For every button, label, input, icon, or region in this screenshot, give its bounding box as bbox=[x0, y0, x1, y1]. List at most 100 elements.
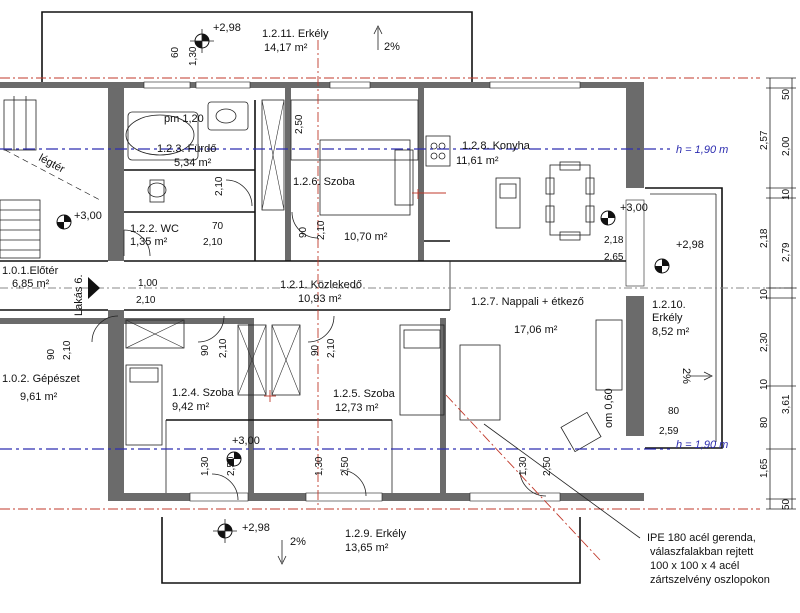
dimension-labels: 60 1,30 2,10 2,50 70 2,10 90 2,10 2,18 2… bbox=[46, 46, 680, 476]
arrow-down-icon bbox=[277, 555, 287, 565]
airspace-label: légtér bbox=[37, 152, 67, 176]
room-labels: 1.2.11. Erkély 14,17 m² 1.2.3. Fürdő 5,3… bbox=[2, 28, 690, 554]
level-marker: +2,98 bbox=[654, 239, 704, 274]
room-name: 1.0.2. Gépészet bbox=[2, 373, 80, 385]
staircase bbox=[0, 96, 101, 259]
height-label: h = 1,90 m bbox=[676, 144, 728, 156]
room-name: 1.2.5. Szoba bbox=[333, 388, 396, 400]
dimension: 2,50 bbox=[294, 114, 305, 134]
level-label: +3,00 bbox=[232, 435, 260, 447]
slope-arrows: 2% 2% 2% bbox=[277, 25, 713, 565]
dimension: 60 bbox=[170, 46, 181, 58]
level-label: +2,98 bbox=[213, 22, 241, 34]
dimension: 1,65 bbox=[759, 458, 770, 478]
dimension: 90 bbox=[46, 348, 57, 360]
slope-label: 2% bbox=[290, 536, 306, 548]
level-label: +2,98 bbox=[676, 239, 704, 251]
level-marker: +3,00 bbox=[600, 202, 648, 226]
level-marker: +2,98 bbox=[190, 22, 241, 53]
room-name: 1.2.9. Erkély bbox=[345, 528, 407, 540]
level-marker: +2,98 bbox=[213, 519, 270, 543]
dimension: 1,30 bbox=[314, 456, 325, 476]
dimension: 2,18 bbox=[759, 228, 770, 248]
structural-grid bbox=[0, 40, 760, 561]
room-name: Erkély bbox=[652, 312, 683, 324]
dimension: 2,10 bbox=[203, 237, 223, 248]
entrance-arrow-icon bbox=[88, 277, 100, 299]
note-line: 100 x 100 x 4 acél bbox=[650, 560, 739, 572]
level-label: +2,98 bbox=[242, 522, 270, 534]
dimension: 2,10 bbox=[62, 340, 73, 360]
room-area: 10,70 m² bbox=[344, 231, 388, 243]
note-line: IPE 180 acél gerenda, bbox=[647, 532, 756, 544]
room-area: 14,17 m² bbox=[264, 42, 308, 54]
dimension: 2,00 bbox=[781, 136, 792, 156]
dimension: 2,10 bbox=[326, 338, 337, 358]
dimension: 80 bbox=[668, 406, 680, 417]
dimension: 90 bbox=[200, 344, 211, 356]
room-area: 9,42 m² bbox=[172, 401, 210, 413]
height-label: h = 1,90 m bbox=[676, 439, 728, 451]
dimension: 3,61 bbox=[781, 394, 792, 414]
room-area: 11,61 m² bbox=[456, 155, 499, 167]
room-name: 1.2.7. Nappali + étkező bbox=[471, 296, 584, 308]
room-area: 8,52 m² bbox=[652, 326, 690, 338]
dimension: 2,18 bbox=[604, 235, 624, 246]
window-openings bbox=[143, 81, 645, 502]
dimension: 2,57 bbox=[759, 130, 770, 150]
dimension: 2,10 bbox=[214, 176, 225, 196]
balcony-outlines bbox=[41, 11, 723, 584]
dimension: 10 bbox=[781, 188, 792, 200]
level-label: +3,00 bbox=[74, 210, 102, 222]
construction-note: IPE 180 acél gerenda, válaszfalakban rej… bbox=[483, 423, 770, 586]
room-area: 6,85 m² bbox=[12, 278, 50, 290]
level-label: +3,00 bbox=[620, 202, 648, 214]
slope-label: 2% bbox=[384, 41, 400, 53]
room-area: 17,06 m² bbox=[514, 324, 558, 336]
dimension: 2,10 bbox=[218, 338, 229, 358]
parapet-label: om 0,60 bbox=[603, 388, 615, 428]
arrow-up-icon bbox=[373, 25, 383, 35]
dimension: 2,79 bbox=[781, 242, 792, 262]
room-name: 1.2.1. Közlekedő bbox=[280, 279, 362, 291]
room-area: 12,73 m² bbox=[335, 402, 379, 414]
partitions bbox=[0, 99, 626, 493]
room-name: 1.0.1.Előtér bbox=[2, 265, 59, 277]
arrow-right-icon bbox=[703, 371, 713, 381]
dimension: 1,30 bbox=[200, 456, 211, 476]
room-name: 1.2.4. Szoba bbox=[172, 387, 235, 399]
dimension: 1,30 bbox=[518, 456, 529, 476]
room-area: 1,35 m² bbox=[130, 236, 168, 248]
room-name: 1.2.2. WC bbox=[130, 223, 179, 235]
walls bbox=[0, 82, 644, 501]
right-dimension-chain: 50 2,57 2,00 10 2,18 2,79 10 2,30 10 3,6… bbox=[759, 77, 796, 510]
dimension: 1,30 bbox=[188, 46, 199, 66]
slope-label: 2% bbox=[680, 368, 692, 384]
furniture bbox=[125, 101, 623, 453]
room-name: 1.2.10. bbox=[652, 299, 686, 311]
dimension: 50 bbox=[781, 88, 792, 100]
room-area: 10,93 m² bbox=[298, 293, 342, 305]
room-name: 1.2.6. Szoba bbox=[293, 176, 356, 188]
dimension: 2,10 bbox=[316, 220, 327, 240]
dimension: 90 bbox=[298, 226, 309, 238]
dimension: 2,10 bbox=[136, 295, 156, 306]
dimension: 2,50 bbox=[340, 456, 351, 476]
apartment-label: Lakás 6. bbox=[73, 274, 85, 316]
dimension: 2,59 bbox=[659, 426, 679, 437]
dimension: 1,00 bbox=[138, 278, 158, 289]
dimension: 80 bbox=[759, 416, 770, 428]
parapet-label: pm 1,20 bbox=[164, 113, 204, 125]
room-name: 1.2.8. Konyha bbox=[462, 140, 531, 152]
dimension: 10 bbox=[759, 288, 770, 300]
level-markers: +2,98 +3,00 +3,00 +2,98 +3,00 bbox=[56, 22, 704, 543]
note-line: zártszelvény oszlopokon bbox=[650, 574, 770, 586]
height-lines bbox=[0, 148, 800, 450]
level-marker: +3,00 bbox=[56, 210, 102, 230]
room-area: 9,61 m² bbox=[20, 391, 58, 403]
room-name: 1.2.3. Fürdő bbox=[157, 143, 216, 155]
dimension: 90 bbox=[310, 344, 321, 356]
dimension: 2,50 bbox=[542, 456, 553, 476]
room-name: 1.2.11. Erkély bbox=[262, 28, 329, 40]
